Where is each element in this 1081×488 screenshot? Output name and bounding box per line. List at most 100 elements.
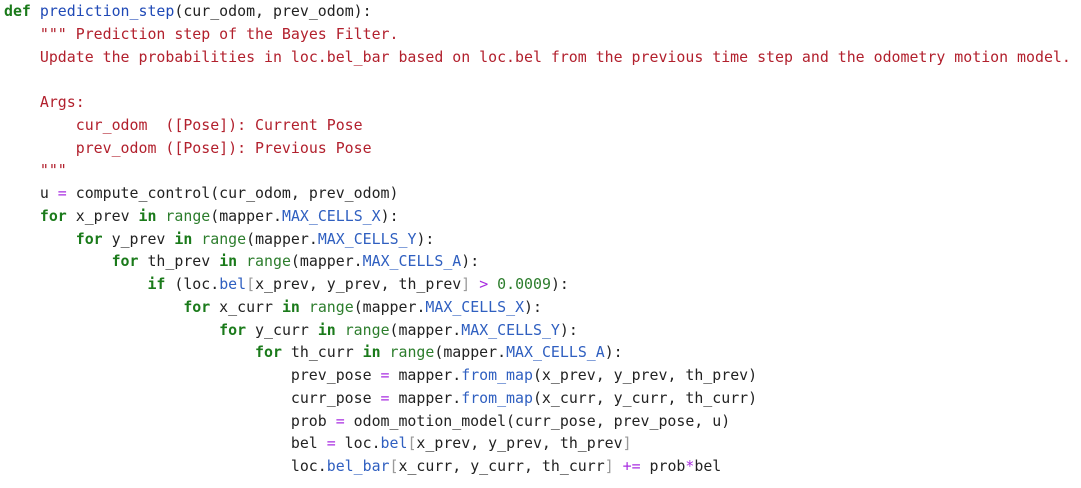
code-token: bel (380, 434, 408, 453)
code-token: u (4, 184, 58, 202)
code-token: ] (622, 434, 632, 453)
code-token (614, 457, 623, 475)
code-token (470, 275, 479, 293)
code-token: loc. (335, 434, 381, 453)
code-token (4, 275, 147, 293)
code-token: (x_prev, y_prev, th_prev) (532, 366, 758, 384)
code-token: += (622, 457, 641, 475)
code-token: range (165, 206, 211, 225)
code-token: 0.0009 (497, 275, 551, 293)
code-token: MAX_CELLS_X (281, 206, 381, 225)
code-token: ): (559, 320, 578, 339)
code-token (4, 139, 76, 157)
code-token: in (281, 297, 300, 316)
code-token: range (389, 343, 435, 362)
code-line: prob = odom_motion_model(curr_pose, prev… (4, 410, 1071, 433)
code-token (381, 343, 390, 361)
code-token: = (326, 434, 336, 453)
code-line: for y_curr in range(mapper.MAX_CELLS_Y): (4, 319, 1071, 342)
code-token: (cur_odom, prev_odom): (174, 2, 372, 20)
code-token: in (138, 206, 157, 225)
code-token: ): (461, 252, 480, 271)
code-token: x_prev (66, 206, 139, 225)
code-line: u = compute_control(cur_odom, prev_odom) (4, 182, 1071, 205)
code-token: """ (39, 161, 67, 180)
code-token (300, 298, 309, 316)
code-token (336, 321, 345, 339)
code-token: MAX_CELLS_X (425, 297, 525, 316)
code-token: compute_control(cur_odom, prev_odom) (66, 184, 399, 202)
code-token (31, 2, 40, 20)
code-token: odom_motion_model(curr_pose, prev_pose, … (344, 411, 731, 430)
code-token: Args: (39, 93, 85, 111)
code-token: * (685, 457, 695, 475)
code-token: ): (380, 206, 399, 225)
code-token (4, 161, 40, 179)
code-token (4, 252, 112, 270)
code-token: (mapper. (434, 343, 507, 362)
code-token: for (111, 252, 139, 271)
code-token: ): (416, 229, 435, 248)
code-line: for x_prev in range(mapper.MAX_CELLS_X): (4, 205, 1071, 228)
code-token: mapper. (389, 388, 462, 407)
code-token: ] (461, 275, 471, 293)
code-token: Update the probabilities in loc.bel_bar … (39, 47, 1071, 66)
code-token: = (57, 184, 67, 202)
code-token: range (246, 252, 291, 271)
code-line: Args: (4, 91, 1071, 114)
code-token: curr_pose (4, 388, 381, 407)
code-line: """ Prediction step of the Bayes Filter. (4, 23, 1071, 46)
code-token: y_curr (246, 320, 318, 339)
code-line: def prediction_step(cur_odom, prev_odom)… (4, 0, 1071, 23)
code-line: Update the probabilities in loc.bel_bar … (4, 46, 1071, 69)
code-token: = (380, 388, 390, 407)
code-token: prob (4, 411, 336, 430)
code-token: [ (389, 457, 399, 475)
code-token (4, 93, 40, 111)
code-token (4, 230, 76, 248)
code-token: x_prev, y_prev, th_prev (255, 275, 462, 293)
code-token: loc. (4, 457, 327, 475)
code-token: bel (694, 457, 722, 475)
code-token: for (39, 206, 67, 225)
code-token (4, 116, 76, 134)
code-token: in (317, 320, 336, 339)
code-token: if (147, 275, 166, 293)
code-token: in (174, 229, 193, 248)
code-line: if (loc.bel[x_prev, y_prev, th_prev] > 0… (4, 273, 1071, 296)
code-token: ] (604, 457, 614, 475)
code-token: y_prev (102, 229, 175, 248)
code-token: mapper. (389, 366, 462, 384)
code-token: (mapper. (353, 297, 426, 316)
code-token: x_prev, y_prev, th_prev (416, 434, 623, 453)
code-token: = (380, 366, 390, 384)
code-token: in (219, 252, 238, 271)
code-token: MAX_CELLS_A (362, 252, 462, 271)
code-token: > (479, 275, 489, 293)
code-token (4, 48, 40, 66)
code-token: """ Prediction step of the Bayes Filter. (39, 24, 399, 43)
code-token: (x_curr, y_curr, th_curr) (532, 388, 758, 407)
code-line: for th_curr in range(mapper.MAX_CELLS_A)… (4, 341, 1071, 364)
code-line: for y_prev in range(mapper.MAX_CELLS_Y): (4, 228, 1071, 251)
code-token: (mapper. (210, 206, 282, 225)
code-token: x_curr, y_curr, th_curr (398, 457, 605, 475)
code-line: """ (4, 159, 1071, 182)
code-token (488, 275, 497, 293)
code-token (4, 207, 40, 225)
code-token (192, 230, 201, 248)
code-token: range (201, 229, 247, 248)
code-token (237, 252, 246, 270)
code-token: [ (407, 434, 417, 453)
code-line: curr_pose = mapper.from_map(x_curr, y_cu… (4, 387, 1071, 410)
code-token: prediction_step (39, 2, 175, 20)
code-token: MAX_CELLS_Y (317, 229, 417, 248)
code-token: def (4, 2, 31, 20)
code-token: prev_odom ([Pose]): Previous Pose (75, 138, 372, 157)
code-token: MAX_CELLS_Y (461, 320, 560, 339)
code-token (4, 343, 255, 361)
code-line: for x_curr in range(mapper.MAX_CELLS_X): (4, 296, 1071, 319)
code-token: range (344, 320, 390, 339)
code-token: ): (604, 343, 623, 362)
code-token: MAX_CELLS_A (506, 343, 605, 362)
